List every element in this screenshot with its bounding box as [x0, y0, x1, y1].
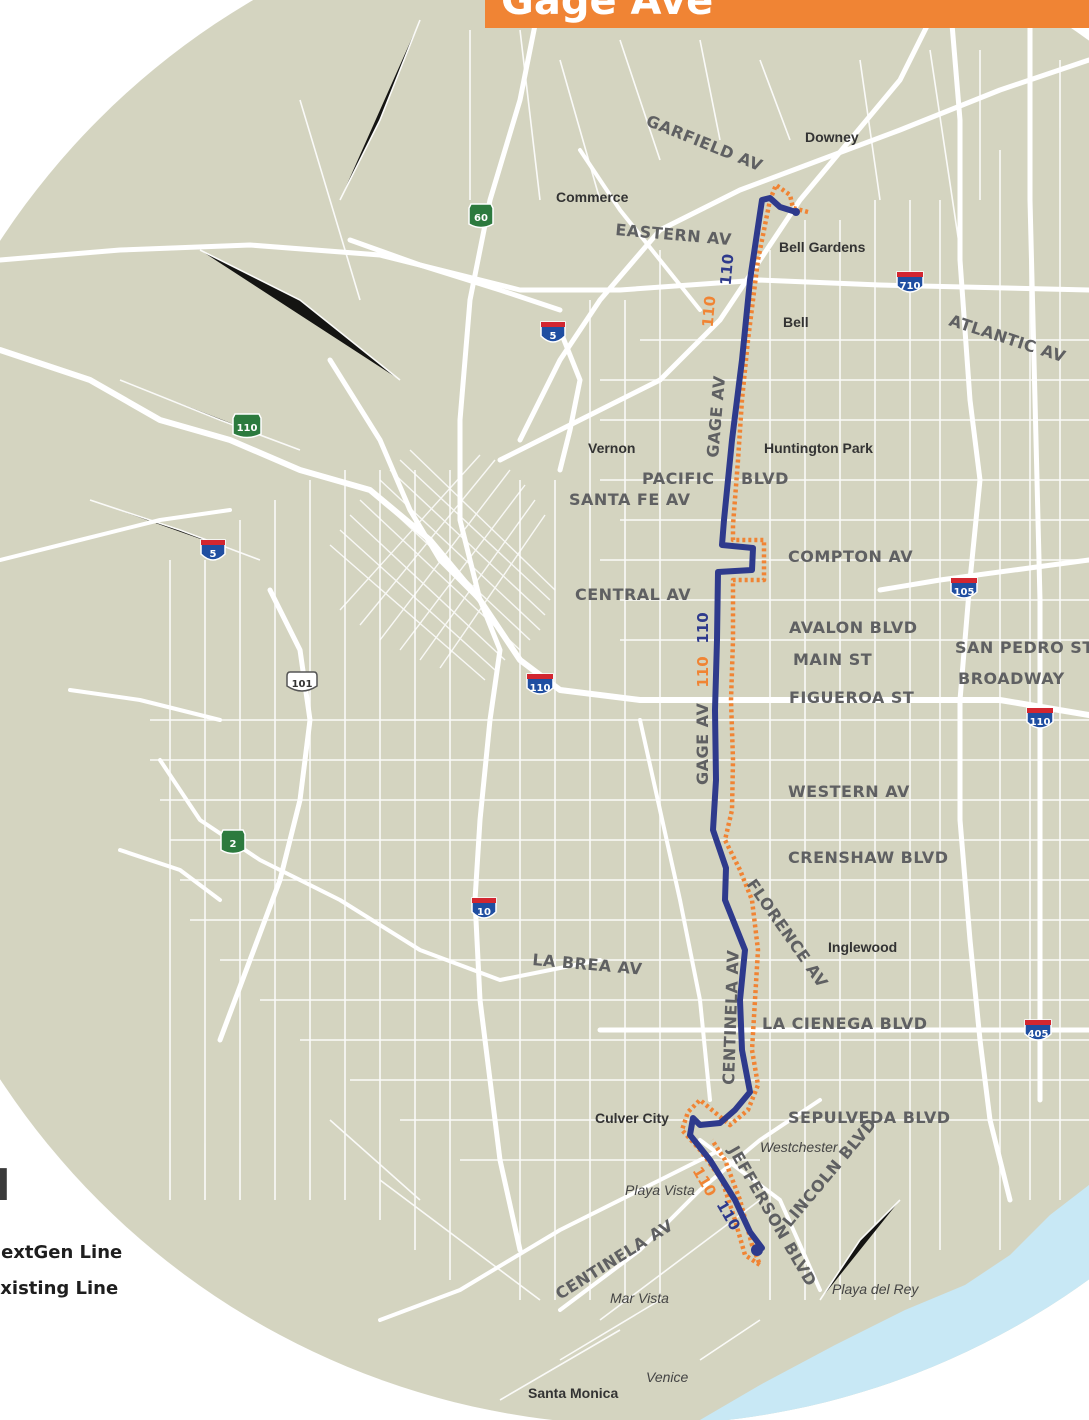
street-compton: COMPTON AV [788, 547, 913, 566]
hood-venice: Venice [646, 1369, 689, 1385]
city-downey: Downey [805, 129, 859, 145]
city-bell-gardens: Bell Gardens [779, 239, 866, 255]
street-figueroa: FIGUEROA ST [789, 688, 914, 707]
svg-text:110: 110 [237, 423, 258, 434]
street-san-pedro: SAN PEDRO ST [955, 638, 1089, 657]
svg-text:110: 110 [699, 295, 720, 328]
svg-text:110: 110 [694, 656, 712, 687]
shield-i710: 710 [896, 271, 924, 293]
city-commerce: Commerce [556, 189, 629, 205]
nextgen-line [687, 195, 799, 1251]
legend-title: N [0, 1160, 11, 1211]
svg-text:405: 405 [1028, 1029, 1049, 1040]
legend-item-existing: Existing Line [0, 1278, 119, 1299]
svg-text:110: 110 [694, 612, 712, 643]
city-labels: Downey Commerce Bell Gardens Bell Vernon… [528, 129, 897, 1401]
street-blvd: BLVD [741, 469, 789, 488]
shield-ca2: 2 [220, 829, 246, 855]
street-centinela-north: CENTINELA AV [719, 949, 743, 1085]
shield-us101: 101 [286, 671, 318, 692]
street-la-cienega: LA CIENEGA BLVD [762, 1014, 928, 1033]
street-santa-fe: SANTA FE AV [569, 490, 691, 509]
svg-text:110: 110 [530, 683, 551, 694]
highway-shields: 60 110 2 5 710 5 105 [200, 203, 1054, 1041]
neighborhood-labels: Westchester Playa Vista Mar Vista Venice… [610, 1139, 919, 1385]
svg-text:2: 2 [230, 839, 237, 850]
svg-text:5: 5 [550, 331, 557, 342]
map-title: Gage Ave [501, 0, 714, 24]
hood-westchester: Westchester [760, 1139, 839, 1155]
shield-ca60: 60 [468, 203, 494, 229]
street-gage-south: GAGE AV [693, 703, 712, 785]
title-banner: Gage Ave [485, 0, 1089, 28]
svg-text:710: 710 [900, 281, 921, 292]
street-central: CENTRAL AV [575, 585, 691, 604]
city-inglewood: Inglewood [828, 939, 897, 955]
street-sepulveda: SEPULVEDA BLVD [788, 1108, 951, 1127]
street-avalon: AVALON BLVD [789, 618, 918, 637]
street-crenshaw: CRENSHAW BLVD [788, 848, 949, 867]
nextgen-end-dot [751, 1244, 763, 1256]
hood-mar-vista: Mar Vista [610, 1290, 669, 1306]
street-western: WESTERN AV [788, 782, 910, 801]
street-broadway: BROADWAY [958, 669, 1065, 688]
svg-text:5: 5 [210, 549, 217, 560]
hood-playa-del-rey: Playa del Rey [832, 1281, 919, 1297]
city-santa-monica: Santa Monica [528, 1385, 618, 1401]
shield-i110-center: 110 [526, 673, 554, 695]
shield-i405: 405 [1024, 1019, 1052, 1041]
svg-text:110: 110 [1030, 717, 1051, 728]
svg-text:110: 110 [717, 253, 738, 286]
shield-i110-east: 110 [1026, 707, 1054, 729]
shield-i5-west: 5 [200, 539, 226, 561]
hood-playa-vista: Playa Vista [625, 1182, 695, 1198]
shield-i10: 10 [471, 897, 497, 919]
street-main: MAIN ST [793, 650, 872, 669]
city-bell: Bell [783, 314, 809, 330]
city-culver-city: Culver City [595, 1110, 669, 1126]
city-vernon: Vernon [588, 440, 635, 456]
svg-text:10: 10 [477, 907, 491, 918]
svg-text:101: 101 [292, 679, 313, 690]
shield-ca110: 110 [232, 413, 262, 439]
legend-item-nextgen: NextGen Line [0, 1242, 123, 1263]
city-huntington-park: Huntington Park [764, 440, 873, 456]
shield-i105: 105 [950, 577, 978, 599]
existing-line [679, 182, 809, 1268]
svg-text:105: 105 [954, 587, 975, 598]
street-pacific: PACIFIC [642, 469, 714, 488]
nextgen-start-dot [792, 208, 800, 216]
shield-i5-north: 5 [540, 321, 566, 343]
svg-text:60: 60 [474, 213, 488, 224]
major-roads [0, 0, 1089, 1320]
